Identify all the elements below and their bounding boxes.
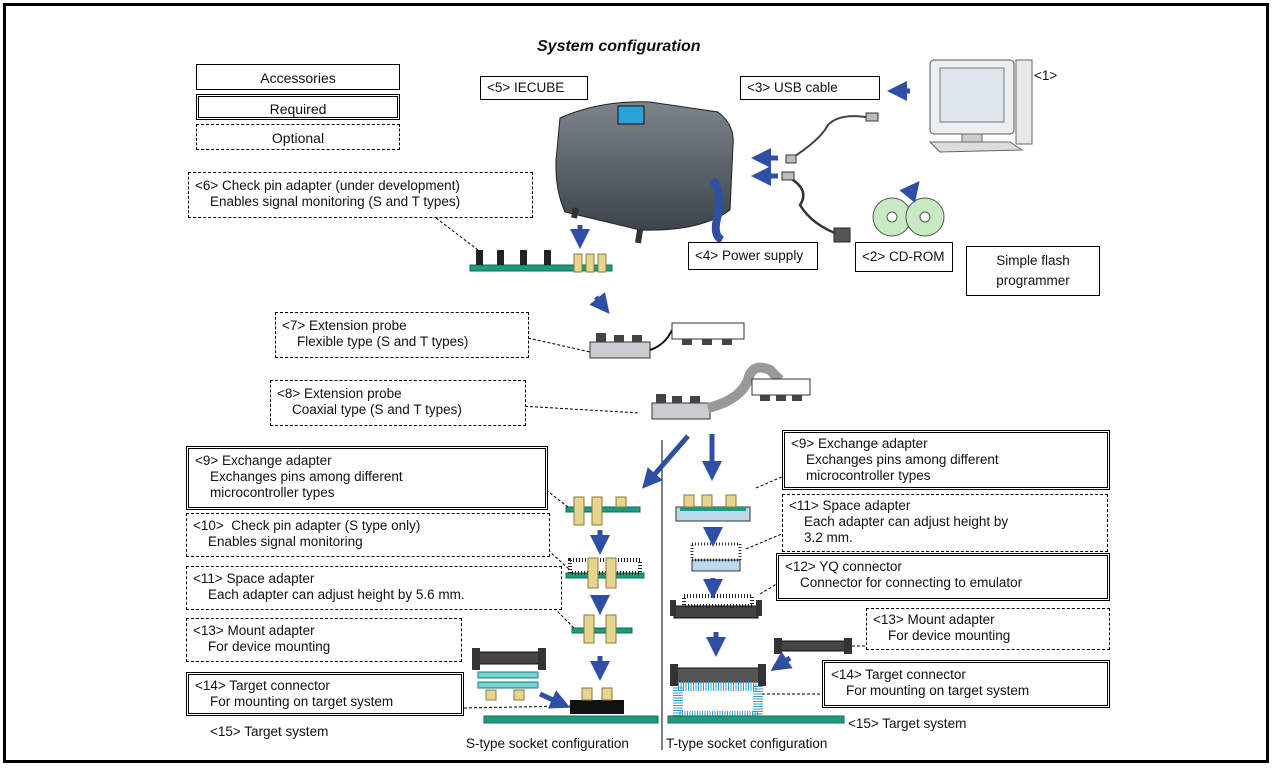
label-usb-cable: <3> USB cable [740,76,880,100]
s-mount-adapter [472,648,546,701]
check-pin-adapter-6 [469,250,613,273]
label-target-connector-t: <14> Target connector For mounting on ta… [822,660,1110,708]
label-mount-adapter-s: <13> Mount adapter For device mounting [186,618,462,662]
t-yq-connector [670,594,762,619]
usb-cable [791,115,873,159]
label-cdrom: <2> CD-ROM [855,242,953,272]
label-flash-programmer: Simple flash programmer [966,246,1100,296]
t-exchange-adapter [675,494,751,522]
label-power-supply: <4> Power supply [688,242,818,270]
label-space-adapter-s: <11> Space adapter Each adapter can adju… [186,566,562,610]
label-exchange-adapter-t: <9> Exchange adapter Exchanges pins amon… [782,430,1110,490]
label-target-system-s: <15> Target system [210,724,329,739]
label-extension-probe-7: <7> Extension probe Flexible type (S and… [275,312,529,358]
leader-lines [435,217,868,709]
label-check-pin-adapter-6: <6> Check pin adapter (under development… [188,172,533,218]
t-space-adapter [690,542,742,572]
t-mount-adapter [774,638,852,654]
diagram-title: System configuration [537,38,701,55]
s-check-pin-adapter [565,557,645,589]
label-space-adapter-t: <11> Space adapter Each adapter can adju… [782,494,1108,552]
s-space-adapter [571,614,633,644]
t-target-board [667,715,845,724]
extension-probe-8 [651,362,811,420]
extension-probe-7 [589,322,745,359]
label-iecube: <5> IECUBE [480,76,588,100]
s-target-connector [570,687,624,714]
s-target-board [483,715,659,724]
iecube-illustration [555,101,734,244]
arrows [538,81,920,709]
cdrom-illustration [872,197,945,237]
legend-optional: Optional [196,124,400,150]
label-target-system-t: <15> Target system [848,716,967,731]
label-target-connector-s: <14> Target connector For mounting on ta… [186,672,464,716]
diagram-frame [3,3,1269,763]
label-t-type-configuration: T-type socket configuration [666,736,828,751]
power-cable [789,176,841,237]
legend-required: Required [196,94,400,120]
label-check-pin-adapter-10: <10> Check pin adapter (S type only) Ena… [186,513,550,557]
legend-accessories: Accessories [196,64,400,90]
label-pc: <1> [1034,68,1058,83]
label-mount-adapter-t: <13> Mount adapter For device mounting [866,608,1110,650]
s-exchange-adapter [565,496,641,526]
label-exchange-adapter-s: <9> Exchange adapter Exchanges pins amon… [186,446,548,510]
label-yq-connector: <12> YQ connector Connector for connecti… [776,553,1110,601]
t-target-connector [670,664,766,721]
label-extension-probe-8: <8> Extension probe Coaxial type (S and … [270,380,526,426]
label-s-type-configuration: S-type socket configuration [466,736,629,751]
pc-illustration [928,59,1033,153]
